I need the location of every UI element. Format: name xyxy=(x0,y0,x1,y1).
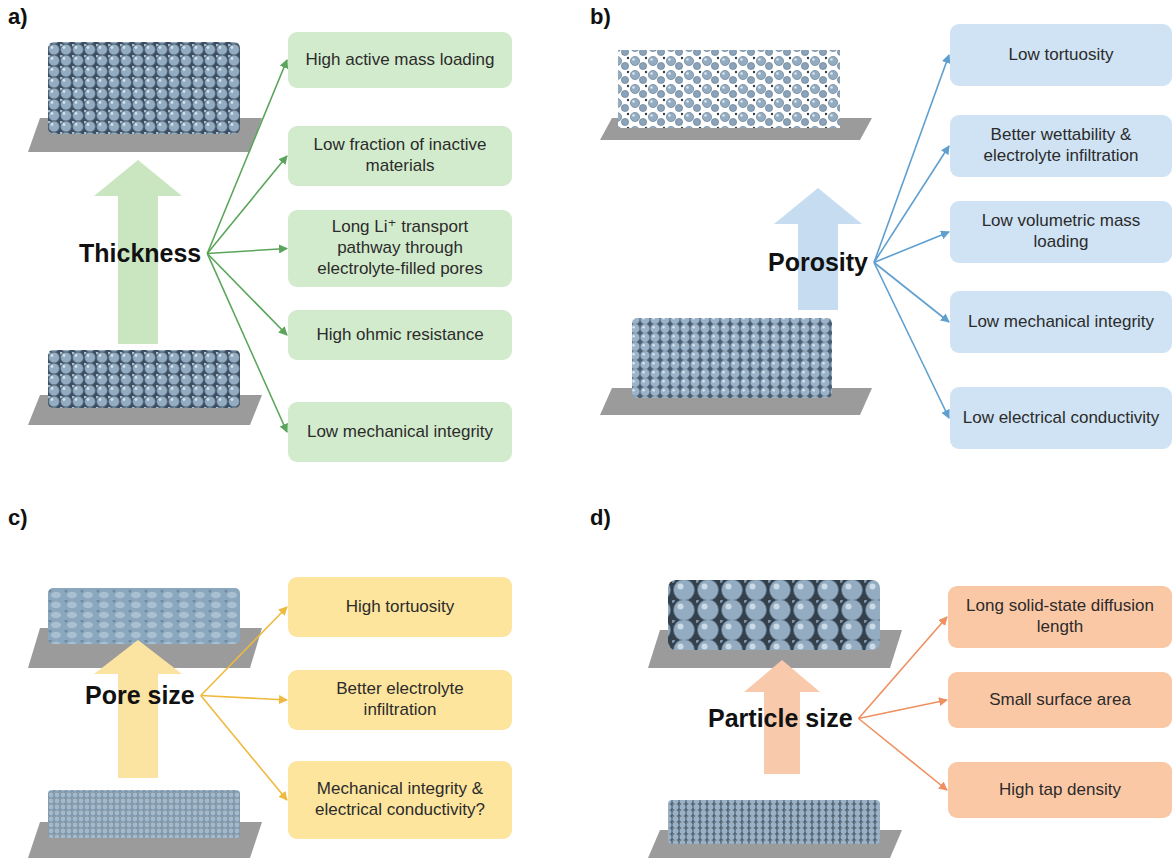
effect-text: High tortuosity xyxy=(346,597,455,618)
effect-box: Low electrical conductivity xyxy=(950,387,1172,449)
panel-label: b) xyxy=(590,4,611,30)
property-name: Pore size xyxy=(85,681,195,709)
effect-text: Low tortuosity xyxy=(1009,45,1114,66)
effect-box: Mechanical integrity & electrical conduc… xyxy=(288,761,512,839)
effect-text: Long solid-state diffusion length xyxy=(960,596,1160,637)
property-label: Particle size xyxy=(704,702,857,735)
effect-box: Long Li⁺ transport pathway through elect… xyxy=(288,210,512,287)
panel-label: d) xyxy=(590,505,611,531)
property-name: Porosity xyxy=(768,248,868,276)
effect-box: High tap density xyxy=(948,762,1172,818)
effect-arrow xyxy=(859,700,947,719)
effect-arrow xyxy=(207,156,287,254)
effect-text: Low fraction of inactive materials xyxy=(300,135,500,176)
panel-label: c) xyxy=(8,505,28,531)
effect-text: Low volumetric mass loading xyxy=(962,211,1160,252)
effect-text: Better wettability & electrolyte infiltr… xyxy=(962,125,1160,166)
effect-text: High tap density xyxy=(999,780,1121,801)
effect-text: Low electrical conductivity xyxy=(963,408,1160,429)
effect-box: High tortuosity xyxy=(288,577,512,637)
effect-arrow xyxy=(874,263,949,323)
effect-text: High active mass loading xyxy=(306,50,495,71)
effect-box: Small surface area xyxy=(948,672,1172,728)
effect-arrow xyxy=(201,607,287,696)
effect-text: Low mechanical integrity xyxy=(968,312,1154,333)
effect-text: Better electrolyte infiltration xyxy=(300,679,500,720)
effect-box: High ohmic resistance xyxy=(288,310,512,360)
effect-box: Low mechanical integrity xyxy=(288,402,512,462)
effect-arrow xyxy=(859,617,947,719)
effect-box: Better electrolyte infiltration xyxy=(288,670,512,730)
effect-arrow xyxy=(874,146,949,263)
property-label: Thickness xyxy=(75,237,205,270)
property-name: Thickness xyxy=(79,239,201,267)
effect-text: High ohmic resistance xyxy=(316,325,483,346)
effect-arrow xyxy=(207,254,287,433)
effect-arrow xyxy=(207,60,287,254)
effect-box: Low fraction of inactive materials xyxy=(288,126,512,186)
property-label: Porosity xyxy=(764,246,872,279)
effect-arrow xyxy=(859,719,947,791)
effect-arrow xyxy=(874,55,949,263)
effect-arrow xyxy=(874,263,949,419)
effect-box: Low volumetric mass loading xyxy=(950,201,1172,263)
effect-box: Better wettability & electrolyte infiltr… xyxy=(950,115,1172,177)
effect-text: Long Li⁺ transport pathway through elect… xyxy=(300,217,500,279)
effect-text: Small surface area xyxy=(989,690,1131,711)
effect-box: High active mass loading xyxy=(288,32,512,88)
effect-box: Low tortuosity xyxy=(950,24,1172,86)
effect-arrow xyxy=(201,696,287,801)
effect-text: Low mechanical integrity xyxy=(307,422,493,443)
effect-arrow xyxy=(201,696,287,701)
effect-arrow xyxy=(874,232,949,263)
effect-text: Mechanical integrity & electrical conduc… xyxy=(300,779,500,820)
effect-box: Long solid-state diffusion length xyxy=(948,586,1172,648)
effect-arrow xyxy=(207,254,287,336)
effect-arrow xyxy=(207,249,287,254)
property-label: Pore size xyxy=(81,679,199,712)
effect-box: Low mechanical integrity xyxy=(950,291,1172,353)
property-name: Particle size xyxy=(708,704,853,732)
panel-label: a) xyxy=(8,4,28,30)
